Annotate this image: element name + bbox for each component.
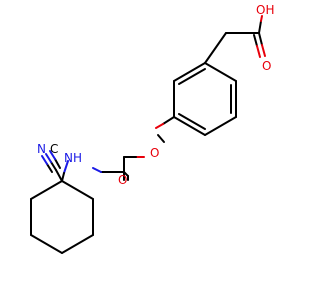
bond-c-oh xyxy=(258,20,262,34)
bond-ring-ch2 xyxy=(204,32,227,64)
bond-ring-1 xyxy=(204,62,237,82)
carboxyl-oh-label: OH xyxy=(256,3,274,17)
acetic-acid-group xyxy=(204,15,266,64)
amide-group xyxy=(92,156,129,181)
bond-ring-4 xyxy=(173,116,206,136)
benzene-ring xyxy=(173,62,237,136)
bond-ring-6-inner xyxy=(178,68,206,85)
bond-cy-3 xyxy=(61,234,94,254)
bond-c-oh-o xyxy=(260,15,263,22)
bond-cn-1-n xyxy=(45,153,52,163)
nitrile-group xyxy=(41,150,63,182)
ether-o-label: O xyxy=(150,146,159,160)
cyclohexane-ring xyxy=(30,160,94,254)
bond-c-o-1-o xyxy=(261,44,266,57)
bond-ring-o xyxy=(162,116,175,125)
bond-c-o-1 xyxy=(258,32,263,46)
bond-cn-2-n xyxy=(49,150,56,160)
bond-cy-4 xyxy=(30,234,63,254)
bond-c-o-2-o xyxy=(256,45,261,58)
bond-nh-c-n xyxy=(63,160,69,174)
bond-ring-4-inner xyxy=(178,113,206,130)
bond-cn-2 xyxy=(54,158,61,169)
bond-c-o-2 xyxy=(253,34,258,47)
bond-ring-o-o xyxy=(155,123,164,129)
bond-cn-3-n xyxy=(41,155,48,165)
carboxyl-o-label: O xyxy=(262,59,271,73)
bond-c-nh-n xyxy=(92,167,102,173)
bond-ring-3 xyxy=(204,116,237,136)
nitrile-c-label: C xyxy=(50,142,58,156)
amide-nh-label: NH xyxy=(64,151,82,165)
bond-cy-6 xyxy=(30,180,63,200)
ether-linkage xyxy=(123,116,175,158)
amide-o-label: O xyxy=(118,173,127,187)
nitrile-n-label: N xyxy=(37,142,46,156)
bond-cn-3 xyxy=(46,163,53,173)
bond-cn-1 xyxy=(50,161,57,171)
bond-ring-6 xyxy=(173,62,206,82)
molecule-structure: OH O O O NH N C xyxy=(30,3,274,254)
bond-cy-1 xyxy=(61,180,94,200)
bond-o-up xyxy=(157,134,165,143)
bond-c-cn xyxy=(55,169,63,182)
